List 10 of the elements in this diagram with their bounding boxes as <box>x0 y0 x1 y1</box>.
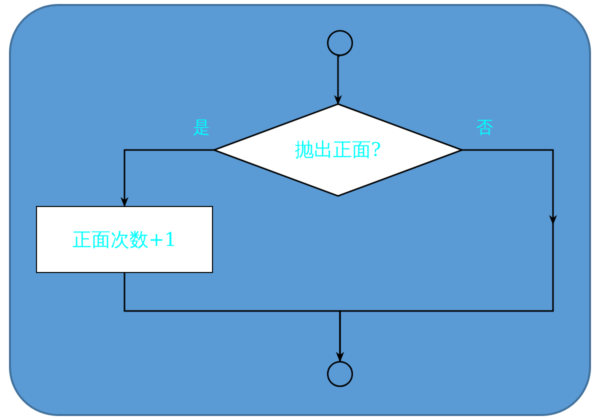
arrow <box>334 55 342 105</box>
decision-diamond <box>214 104 462 196</box>
decision-text: 抛出正面? <box>294 138 382 163</box>
connector-circle <box>327 30 353 56</box>
edge-label: 是 <box>193 120 210 137</box>
edge-label: 否 <box>476 120 493 137</box>
arrow <box>124 273 344 362</box>
connector-circle <box>327 361 353 387</box>
arrow <box>120 149 214 207</box>
process-box: 正面次数+1 <box>36 206 213 273</box>
